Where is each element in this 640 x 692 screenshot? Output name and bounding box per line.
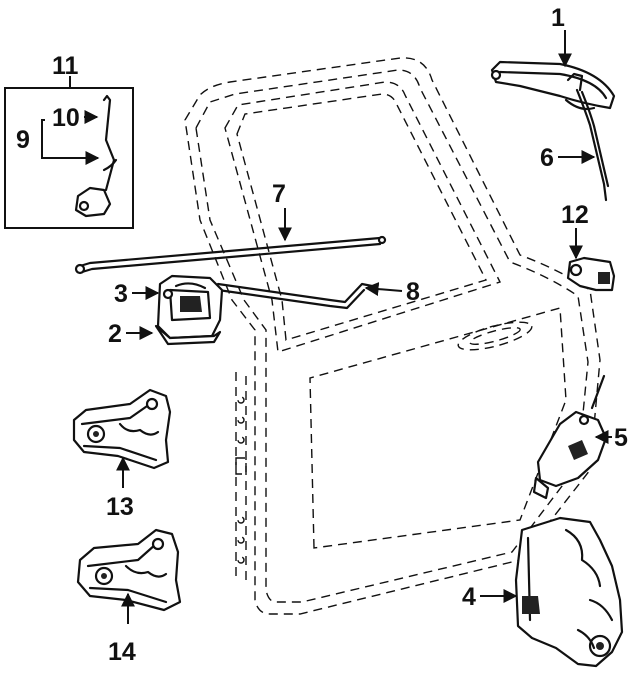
part-7-long-rod bbox=[74, 235, 387, 275]
callout-14: 14 bbox=[108, 638, 136, 666]
callout-3: 3 bbox=[114, 280, 128, 308]
callout-13: 13 bbox=[106, 493, 134, 521]
callout-8: 8 bbox=[406, 278, 420, 306]
inset-box: 11 10 9 bbox=[4, 52, 134, 229]
part-13-upper-hinge bbox=[72, 388, 172, 470]
part-8-rod bbox=[216, 282, 374, 310]
callout-11: 11 bbox=[52, 52, 79, 80]
part-6-rod bbox=[575, 88, 610, 202]
callout-2: 2 bbox=[108, 320, 122, 348]
door-hinge-holes bbox=[235, 396, 247, 564]
door-outline bbox=[184, 57, 601, 615]
part-2-3-inside-handle bbox=[154, 274, 224, 346]
part-4-latch bbox=[514, 516, 624, 668]
callout-9: 9 bbox=[16, 126, 30, 154]
callout-12: 12 bbox=[561, 201, 589, 229]
part-14-lower-hinge bbox=[76, 528, 182, 612]
callout-1: 1 bbox=[551, 4, 565, 32]
part-1-outside-handle bbox=[490, 60, 616, 111]
part-9-10-lock-rod bbox=[74, 94, 118, 218]
part-12-clip bbox=[566, 256, 616, 292]
callout-5: 5 bbox=[614, 424, 628, 452]
part-5-actuator bbox=[532, 374, 608, 500]
callout-10: 10 bbox=[52, 104, 80, 132]
callout-7: 7 bbox=[272, 180, 286, 208]
callout-4: 4 bbox=[462, 583, 476, 611]
callout-6: 6 bbox=[540, 144, 554, 172]
